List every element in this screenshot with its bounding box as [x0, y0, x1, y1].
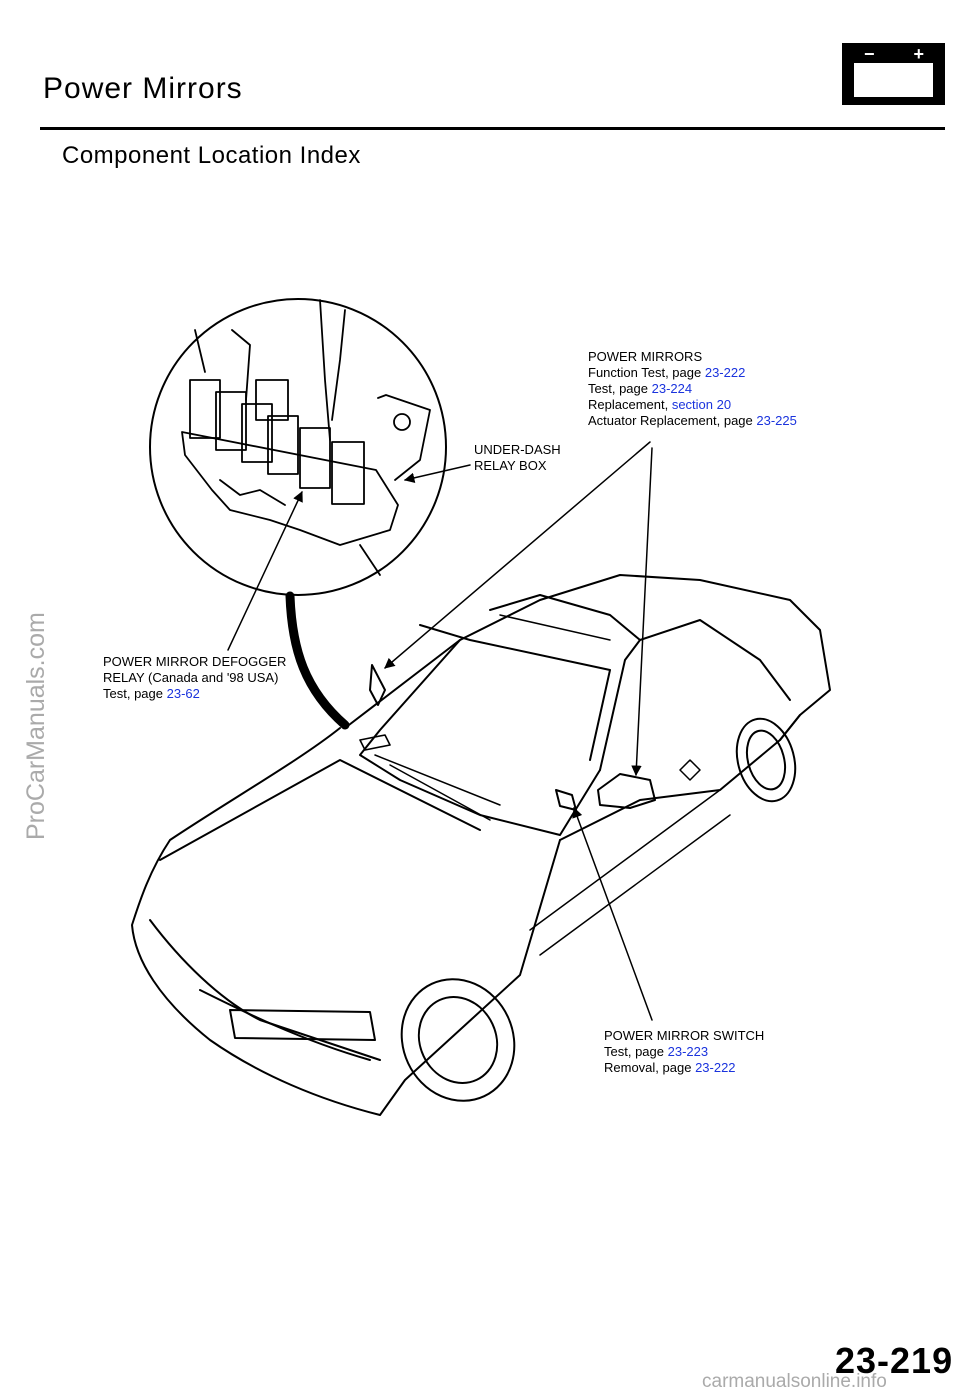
switch-test-link[interactable]: 23-223: [667, 1044, 709, 1059]
page-subtitle: Component Location Index: [62, 142, 361, 169]
relay-box-drawing: [181, 299, 431, 576]
function-test-link[interactable]: 23-222: [704, 365, 746, 380]
page-title: Power Mirrors: [43, 72, 243, 105]
replacement-link[interactable]: section 20: [671, 397, 732, 412]
relay-box-label: UNDER-DASH RELAY BOX: [474, 442, 561, 473]
battery-icon: − +: [842, 43, 945, 105]
relay-detail-circle: [149, 298, 447, 596]
switch-removal-link[interactable]: 23-222: [695, 1060, 736, 1075]
detail-stem: [285, 591, 350, 730]
power-mirrors-label: POWER MIRRORS Function Test, page 23-222…: [588, 349, 797, 428]
mirror-switch-label: POWER MIRROR SWITCH Test, page 23-223 Re…: [604, 1028, 765, 1075]
site-watermark: carmanualsonline.info: [702, 1371, 887, 1392]
actuator-replacement-link[interactable]: 23-225: [756, 413, 797, 428]
test-link[interactable]: 23-224: [651, 381, 693, 396]
battery-plus-label: +: [913, 44, 924, 64]
leader-mirror-left: [384, 441, 651, 669]
battery-minus-label: −: [864, 44, 875, 64]
page-number: 23-219: [835, 1340, 954, 1381]
leader-switch: [572, 807, 653, 1021]
defogger-relay-label: POWER MIRROR DEFOGGER RELAY (Canada and …: [103, 654, 287, 701]
title-rule: [40, 127, 945, 130]
car-drawing: [131, 574, 831, 1116]
leader-defogger: [227, 491, 303, 651]
leader-relay-box: [403, 464, 471, 483]
mirror-drawing: [597, 773, 656, 809]
leader-mirror-right: [631, 447, 653, 777]
defogger-test-link[interactable]: 23-62: [166, 686, 200, 701]
